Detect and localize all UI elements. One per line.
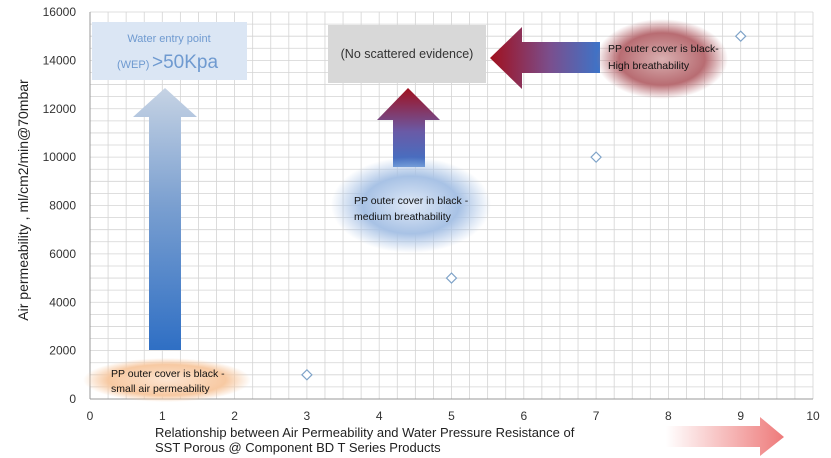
bubble-medium-line-1: PP outer cover in black - (354, 195, 469, 207)
data-point-marker (445, 272, 458, 284)
bubble-high-line-1: PP outer cover is black- (608, 43, 719, 55)
y-tick-label: 4000 (49, 295, 76, 309)
no-scatter-box (328, 25, 486, 83)
data-point-marker (301, 368, 313, 381)
x-tick-label: 3 (304, 409, 311, 423)
wep-line-2-value: >50Kpa (152, 52, 218, 73)
bubble-high-breathability: PP outer cover is black- High breathabil… (596, 19, 728, 99)
y-tick-label: 0 (69, 392, 76, 406)
wep-annotation: Water entry point (WEP) >50Kpa (92, 22, 247, 80)
corner-right-arrow (666, 417, 784, 456)
x-tick-label: 2 (231, 409, 238, 423)
bubble-small-line-2: small air permeability (111, 383, 210, 395)
x-tick-label: 10 (806, 409, 820, 423)
blue-up-arrow (133, 88, 197, 350)
x-tick-label: 1 (159, 409, 166, 423)
data-point-marker (734, 30, 747, 43)
red-blue-left-arrow (490, 27, 600, 89)
x-tick-label: 5 (448, 409, 455, 423)
red-blue-up-arrow (377, 88, 440, 167)
y-tick-label: 16000 (43, 5, 77, 19)
x-tick-label: 6 (520, 409, 527, 423)
y-tick-label: 8000 (49, 199, 76, 213)
y-tick-label: 12000 (43, 102, 77, 116)
bubble-medium-breathability: PP outer cover in black - medium breatha… (331, 157, 491, 253)
no-scatter-annotation: (No scattered evidence) (328, 25, 486, 83)
bubble-medium-shape (331, 157, 491, 253)
bubble-small-permeability: PP outer cover is black - small air perm… (83, 358, 251, 402)
y-tick-labels: 0 2000 4000 6000 8000 10000 12000 14000 16000 (43, 5, 77, 406)
y-tick-label: 2000 (49, 344, 76, 358)
wep-line-1: Water entry point (127, 33, 210, 45)
no-scatter-label: (No scattered evidence) (341, 47, 474, 61)
bubble-medium-line-2: medium breathability (354, 211, 452, 223)
bubble-high-line-2: High breathability (608, 60, 690, 72)
x-tick-label: 8 (665, 409, 672, 423)
x-tick-label: 0 (87, 409, 94, 423)
wep-box (92, 22, 247, 80)
bubble-small-shape (83, 358, 251, 402)
scatter-series (301, 30, 747, 381)
x-tick-label: 7 (593, 409, 600, 423)
y-tick-label: 6000 (49, 247, 76, 261)
y-tick-label: 10000 (43, 150, 77, 164)
x-tick-labels: 0 1 2 3 4 5 6 7 8 9 10 (87, 409, 820, 423)
y-tick-label: 14000 (43, 53, 77, 67)
x-tick-label: 4 (376, 409, 383, 423)
axes (89, 12, 813, 400)
wep-line-2-prefix: (WEP) (117, 59, 149, 71)
bubble-high-shape (596, 19, 728, 99)
data-point-marker (590, 151, 602, 163)
x-axis-title-line-1: Relationship between Air Permeability an… (155, 425, 575, 440)
x-axis-title-line-2: SST Porous @ Component BD T Series Produ… (155, 440, 441, 455)
x-tick-label: 9 (737, 409, 744, 423)
bubble-small-line-1: PP outer cover is black - (111, 368, 225, 380)
y-axis-title: Air permeability , ml/cm2/min@70mbar (15, 79, 31, 321)
